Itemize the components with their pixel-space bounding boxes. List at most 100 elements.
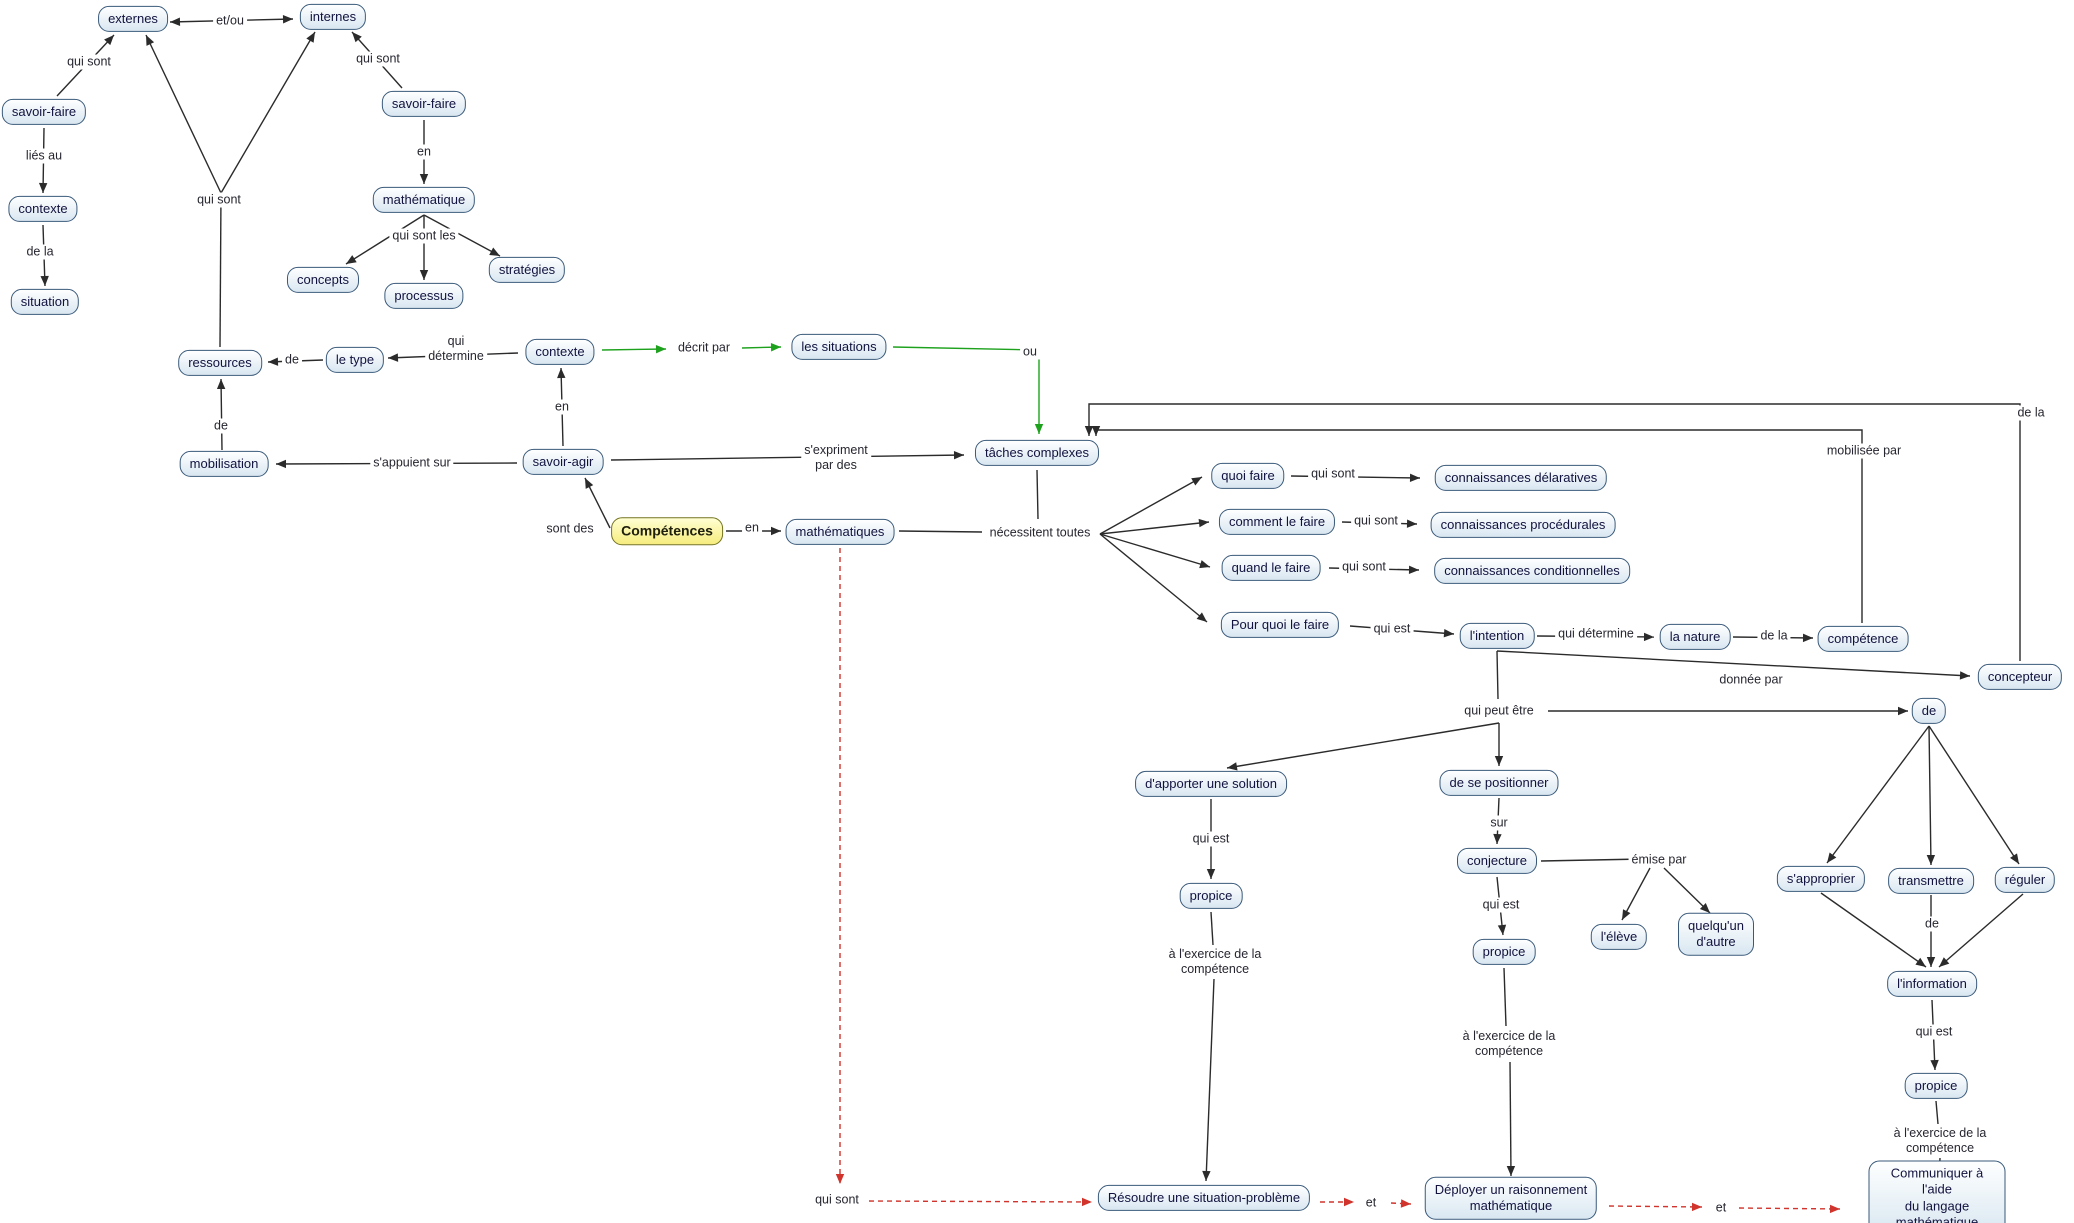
link-label-et_1: et <box>1362 1195 1380 1211</box>
concept-node-competences[interactable]: Compétences <box>611 517 723 545</box>
link-label-sont_des: sont des <box>543 521 597 537</box>
concept-node-concepts[interactable]: concepts <box>286 266 360 294</box>
arrowhead <box>1506 1165 1516 1176</box>
concept-node-intention[interactable]: l'intention <box>1459 622 1535 650</box>
concept-node-internes[interactable]: internes <box>299 3 367 31</box>
link-label-mobilisee_par: mobilisée par <box>1823 443 1905 459</box>
link-label-qui_est_2: qui est <box>1189 831 1233 847</box>
concept-node-connaissances_conditionnelles[interactable]: connaissances conditionnelles <box>1434 557 1630 585</box>
concept-node-quand_le_faire[interactable]: quand le faire <box>1221 554 1321 582</box>
concept-node-se_positionner[interactable]: de se positionner <box>1439 769 1559 797</box>
concept-node-conjecture[interactable]: conjecture <box>1457 847 1537 875</box>
concept-node-la_nature[interactable]: la nature <box>1659 623 1731 651</box>
concept-node-externes[interactable]: externes <box>98 5 168 33</box>
edge-3 <box>219 192 222 348</box>
arrowhead <box>1622 909 1631 920</box>
concept-node-comment_le_faire[interactable]: comment le faire <box>1218 508 1336 536</box>
concept-node-pour_quoi_le_faire[interactable]: Pour quoi le faire <box>1220 611 1340 639</box>
link-label-sur: sur <box>1487 815 1511 831</box>
concept-node-apporter_solution[interactable]: d'apporter une solution <box>1135 770 1287 798</box>
concept-node-mathematiques[interactable]: mathématiques <box>785 518 895 546</box>
arrowhead <box>489 247 500 256</box>
concept-node-de[interactable]: de <box>1911 697 1947 725</box>
arrowhead <box>835 1174 845 1184</box>
edge-57 <box>1663 867 1711 914</box>
concept-node-taches_complexes[interactable]: tâches complexes <box>974 439 1100 467</box>
link-label-de_4: de <box>1922 916 1942 932</box>
arrowhead <box>40 275 49 286</box>
arrowhead <box>770 343 781 352</box>
edge-55 <box>1540 858 1644 862</box>
concept-node-ressources[interactable]: ressources <box>178 349 262 377</box>
concept-node-communiquer[interactable]: Communiquer à l'aide du langage mathémat… <box>1868 1160 2006 1223</box>
concept-node-concepteur[interactable]: concepteur <box>1977 663 2063 691</box>
concept-node-competence[interactable]: compétence <box>1817 625 1909 653</box>
link-label-de_2: de <box>282 352 302 368</box>
arrowhead <box>953 450 964 460</box>
concept-node-le_type[interactable]: le type <box>325 346 385 374</box>
arrowhead <box>1034 424 1044 434</box>
edge-23 <box>1099 518 1210 535</box>
arrowhead <box>1227 762 1238 771</box>
arrowhead <box>2010 853 2019 864</box>
concept-node-contexte_gauche[interactable]: contexte <box>8 195 78 223</box>
arrowhead <box>146 35 155 46</box>
concept-node-transmettre[interactable]: transmettre <box>1888 867 1974 895</box>
edge-63 <box>1320 1197 1354 1207</box>
edge-61 <box>835 548 845 1184</box>
link-label-qui_sont_1: qui sont <box>64 54 114 70</box>
concept-node-quoi_faire[interactable]: quoi faire <box>1211 462 1285 490</box>
concept-node-savoir_agir[interactable]: savoir-agir <box>522 448 604 476</box>
link-label-et_2: et <box>1712 1200 1730 1216</box>
arrowhead <box>1802 633 1813 643</box>
arrowhead <box>1344 1197 1354 1207</box>
concept-node-reguler[interactable]: réguler <box>1994 866 2056 894</box>
arrowhead <box>1699 903 1710 913</box>
concept-node-situation[interactable]: situation <box>10 288 80 316</box>
concept-node-strategies[interactable]: stratégies <box>488 256 566 284</box>
arrowhead <box>1081 1197 1092 1207</box>
arrowhead <box>1959 671 1970 680</box>
concept-node-contexte_milieu[interactable]: contexte <box>525 338 595 366</box>
arrowhead <box>38 182 48 193</box>
arrowhead <box>1443 629 1454 638</box>
concept-node-les_situations[interactable]: les situations <box>791 333 887 361</box>
link-label-en_1: en <box>414 144 434 160</box>
concept-node-connaissances_procedurales[interactable]: connaissances procédurales <box>1430 511 1616 539</box>
concept-node-propice_1[interactable]: propice <box>1179 882 1243 910</box>
link-label-emise_par: émise par <box>1628 852 1690 868</box>
arrowhead <box>216 379 226 390</box>
edge-40 <box>1926 725 1936 866</box>
edge-35 <box>1496 650 1499 700</box>
concept-node-information[interactable]: l'information <box>1887 970 1977 998</box>
arrowhead <box>1939 957 1950 967</box>
concept-node-quelquun_dautre[interactable]: quelqu'un d'autre <box>1678 912 1754 956</box>
concept-node-propice_2[interactable]: propice <box>1472 938 1536 966</box>
arrowhead <box>352 32 362 43</box>
edge-56 <box>1621 867 1651 921</box>
arrowhead <box>1409 473 1420 483</box>
concept-node-connaissances_delaratives[interactable]: connaissances délaratives <box>1434 464 1608 492</box>
arrowhead <box>1643 632 1654 642</box>
arrowhead <box>655 344 666 354</box>
concept-node-processus[interactable]: processus <box>384 282 464 310</box>
arrowhead <box>1915 957 1926 967</box>
concept-node-approprier[interactable]: s'approprier <box>1776 865 1866 893</box>
edge-25 <box>1099 533 1208 623</box>
concept-node-eleve[interactable]: l'élève <box>1590 923 1648 951</box>
concept-node-deployer[interactable]: Déployer un raisonnement mathématique <box>1424 1176 1598 1220</box>
link-label-qui_sont_les: qui sont les <box>389 228 459 244</box>
edge-15 <box>216 378 226 451</box>
concept-node-mathematique[interactable]: mathématique <box>372 186 476 214</box>
link-label-qui_sont_6: qui sont <box>1339 559 1389 575</box>
edge-4 <box>145 34 222 194</box>
concept-node-resoudre[interactable]: Résoudre une situation-problème <box>1097 1184 1311 1212</box>
concept-node-savoir_faire_gauche[interactable]: savoir-faire <box>1 98 87 126</box>
concept-node-propice_3[interactable]: propice <box>1904 1072 1968 1100</box>
link-label-en_3: en <box>742 520 762 536</box>
arrowhead <box>388 353 399 362</box>
concept-node-mobilisation[interactable]: mobilisation <box>179 450 269 478</box>
concept-node-savoir_faire_droite[interactable]: savoir-faire <box>381 90 467 118</box>
link-label-en_2: en <box>552 399 572 415</box>
